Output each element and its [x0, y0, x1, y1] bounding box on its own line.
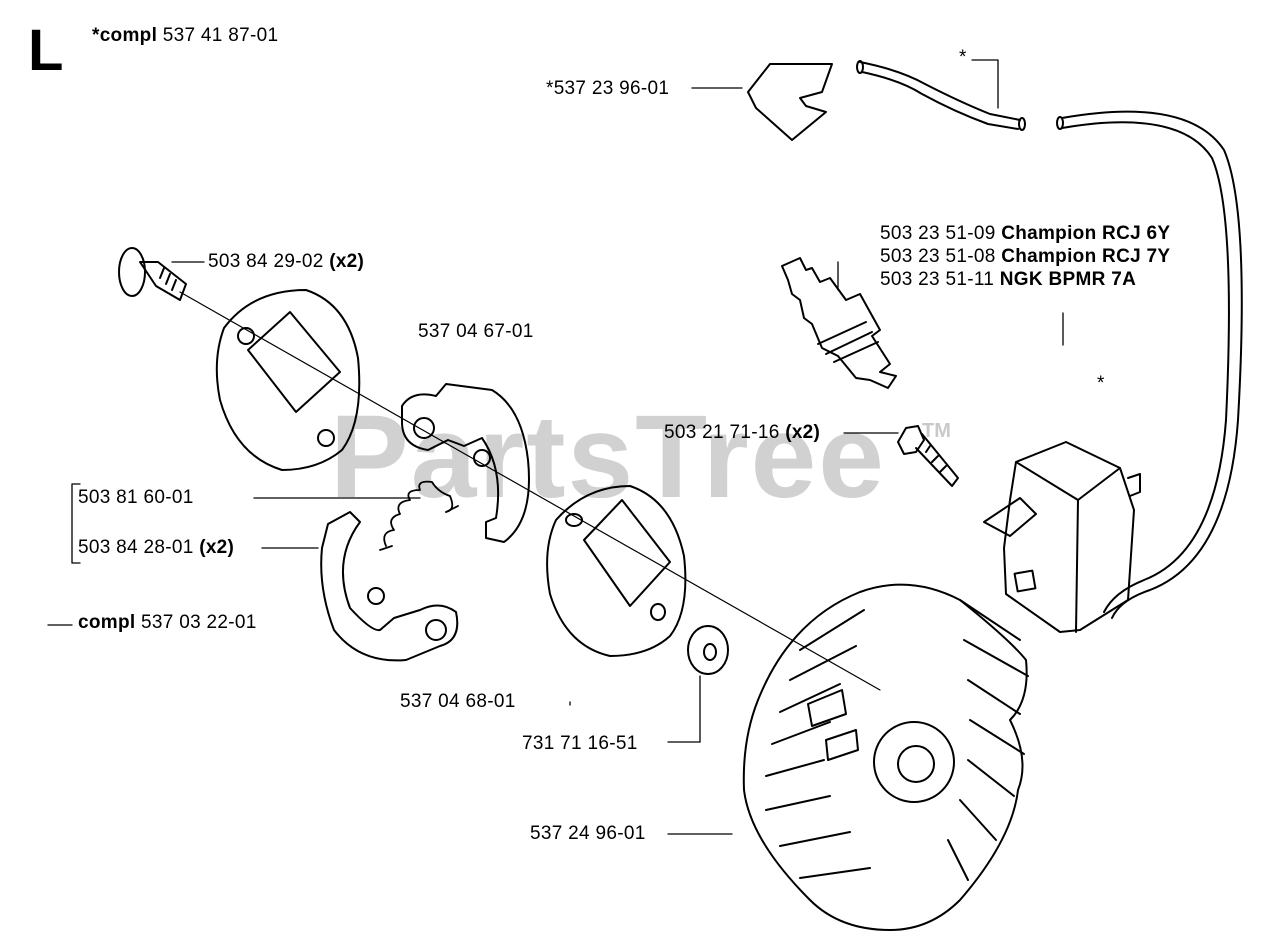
part-label-spring[interactable]: 503 81 60-01 — [78, 487, 194, 508]
plug-name: Champion RCJ 6Y — [1001, 223, 1171, 244]
clutch-shoe-lower — [320, 511, 459, 662]
part-qty: (x2) — [785, 422, 821, 443]
part-number: 503 84 28-01 — [78, 537, 194, 558]
plug-name: NGK BPMR 7A — [999, 269, 1137, 290]
part-label-clutch-assembly[interactable]: compl 537 03 22-01 — [78, 612, 257, 634]
plug-name: Champion RCJ 7Y — [1001, 246, 1171, 267]
part-label-hose-star: * — [959, 47, 967, 68]
ignition-lead — [1056, 110, 1243, 619]
part-qty: (x2) — [329, 251, 365, 272]
hose-part — [856, 60, 1026, 131]
part-label-spark-plug-3[interactable]: 503 23 51-11 NGK BPMR 7A — [880, 269, 1136, 291]
washer — [687, 625, 729, 675]
part-number: 503 84 29-02 — [208, 251, 324, 272]
leader-lines — [47, 59, 1064, 835]
part-label-spark-plug-1[interactable]: 503 23 51-09 Champion RCJ 6Y — [880, 223, 1170, 245]
part-label-flywheel[interactable]: 537 24 96-01 — [530, 823, 646, 844]
clutch-shoe-upper — [401, 383, 530, 543]
part-label-spark-plug-2[interactable]: 503 23 51-08 Champion RCJ 7Y — [880, 246, 1170, 268]
compl-label: compl — [78, 612, 136, 633]
watermark-tm: TM — [922, 420, 951, 442]
ignition-screw — [897, 425, 959, 487]
section-letter: L — [28, 18, 64, 83]
spark-plug — [781, 257, 897, 389]
clutch-plate-right — [546, 485, 687, 657]
part-number: 537 03 22-01 — [141, 612, 257, 633]
assembly-axis — [179, 291, 881, 691]
guard-part — [747, 63, 833, 141]
part-number: 503 23 51-11 — [880, 269, 995, 290]
part-label-guard[interactable]: *537 23 96-01 — [546, 78, 670, 99]
assembly-header: *compl 537 41 87-01 — [92, 25, 278, 47]
part-number: 503 23 51-08 — [880, 246, 996, 267]
part-label-bolt-side[interactable]: 503 84 28-01 (x2) — [78, 537, 234, 559]
ignition-module — [983, 441, 1141, 633]
part-label-bolt-top[interactable]: 503 84 29-02 (x2) — [208, 251, 364, 273]
part-number: 503 21 71-16 — [664, 422, 780, 443]
part-label-washer[interactable]: 731 71 16-51 — [522, 733, 638, 754]
part-label-shoe-upper[interactable]: 537 04 67-01 — [418, 321, 534, 342]
bolt-top — [118, 247, 187, 301]
part-qty: (x2) — [199, 537, 235, 558]
clutch-plate-left — [215, 289, 361, 471]
part-label-ignition-star: * — [1097, 373, 1105, 394]
part-label-shoe-lower[interactable]: 537 04 68-01 — [400, 691, 516, 712]
flywheel — [742, 583, 1029, 931]
watermark: PartsTree — [330, 391, 886, 523]
compl-number: 537 41 87-01 — [162, 25, 279, 46]
compl-label: *compl — [92, 25, 158, 46]
clutch-spring — [379, 480, 459, 551]
part-number: 503 23 51-09 — [880, 223, 996, 244]
part-label-ignition-screw[interactable]: 503 21 71-16 (x2) — [664, 422, 820, 444]
